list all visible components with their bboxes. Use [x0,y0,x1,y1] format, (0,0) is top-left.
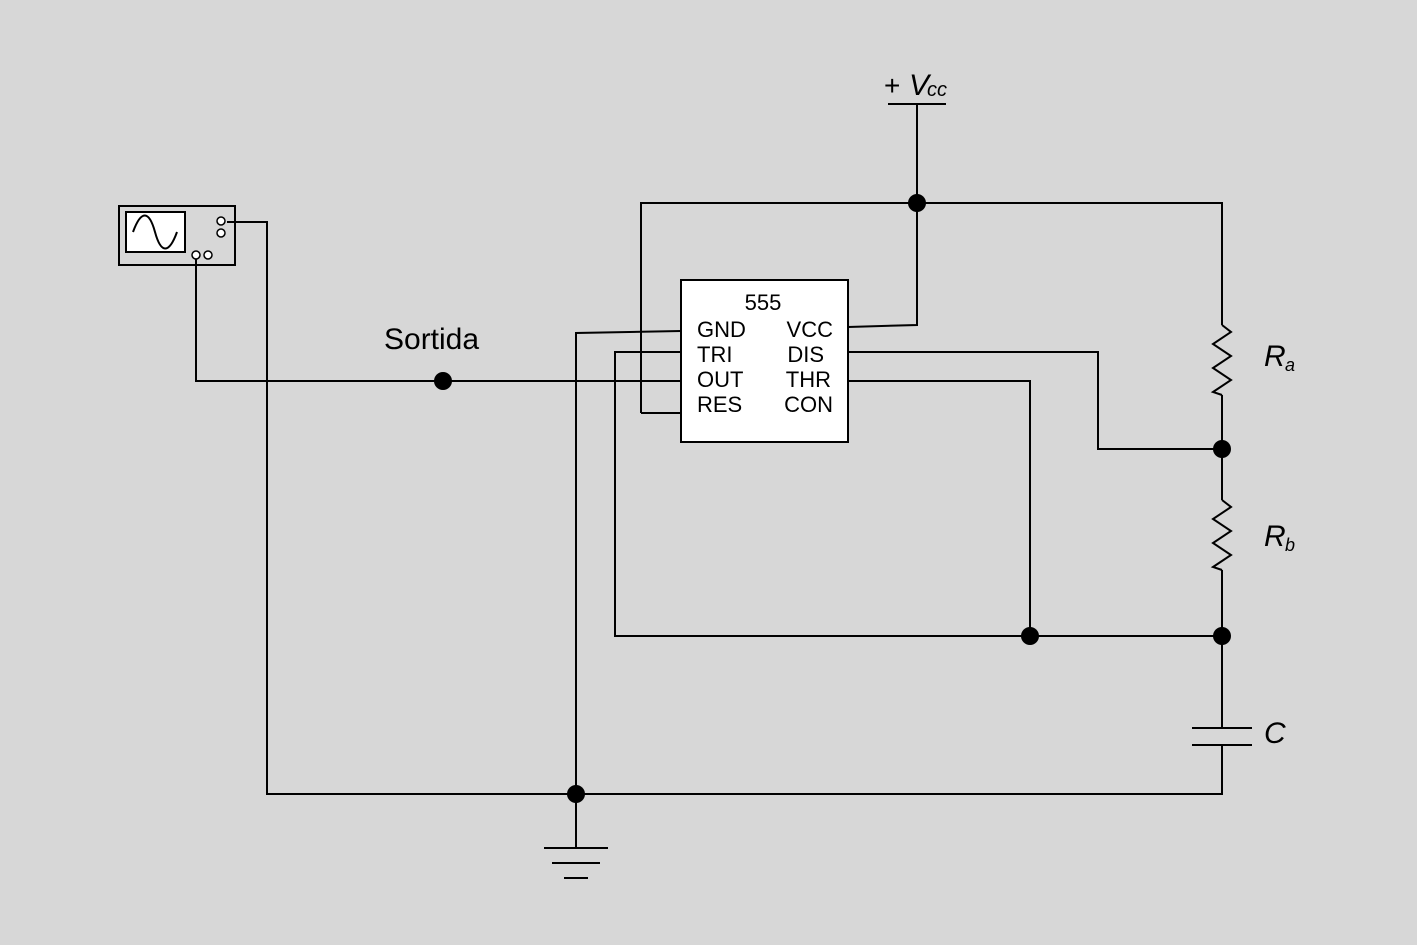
pin-thr: THR [786,367,831,392]
ic-555: 555 GND TRI OUT RES VCC DIS THR CON [680,279,849,443]
junction-thr-tri [1021,627,1039,645]
pin-vcc: VCC [787,317,834,342]
capacitor: C [1192,717,1286,750]
junction-vcc [908,194,926,212]
scope-terminal-4 [203,250,213,260]
ra-symbol: R [1264,340,1286,373]
pin-con: CON [784,392,833,417]
resistor-ra-zigzag [1210,324,1233,396]
scope-terminal-1 [216,216,226,226]
pin-gnd: GND [697,317,746,342]
scope-terminal-2 [216,228,226,238]
vcc-supply: + V cc [884,69,947,105]
wire-thr [848,380,1031,636]
rb-subscript: b [1285,535,1295,555]
pin-dis: DIS [787,342,824,367]
wire-vcc-pin [847,104,918,328]
wire-dis [848,351,1222,450]
junction-ra-rb [1213,440,1231,458]
scope-terminal-3 [191,250,201,260]
resistor-rb-zigzag [1210,499,1233,571]
wire-top-rail [640,202,1223,413]
junction-rb-cap [1213,627,1231,645]
rb-symbol: R [1264,520,1286,553]
pin-tri: TRI [697,342,732,367]
ra-subscript: a [1285,355,1295,375]
vcc-symbol: V [909,69,932,102]
pin-res: RES [697,392,742,417]
ic-name: 555 [745,290,782,315]
junctions [434,194,1231,803]
wires [195,104,1223,848]
oscilloscope-body [118,205,236,266]
wire-tri [614,351,1222,637]
sine-wave-icon [132,214,178,250]
junction-output [434,372,452,390]
wire-ground-rail [227,221,1223,795]
vcc-sign: + [884,70,900,101]
wire-gnd [575,330,682,848]
capacitor-symbol: C [1264,717,1286,750]
pin-out: OUT [697,367,743,392]
ground-icon [544,847,608,879]
wire-output [195,256,681,382]
resistor-ra: R a [1210,324,1295,396]
vcc-subscript: cc [927,79,947,101]
ic-body [680,279,849,443]
junction-ground [567,785,585,803]
oscilloscope-icon [118,205,236,266]
output-label: Sortida [384,323,479,356]
resistor-rb: R b [1210,499,1295,571]
